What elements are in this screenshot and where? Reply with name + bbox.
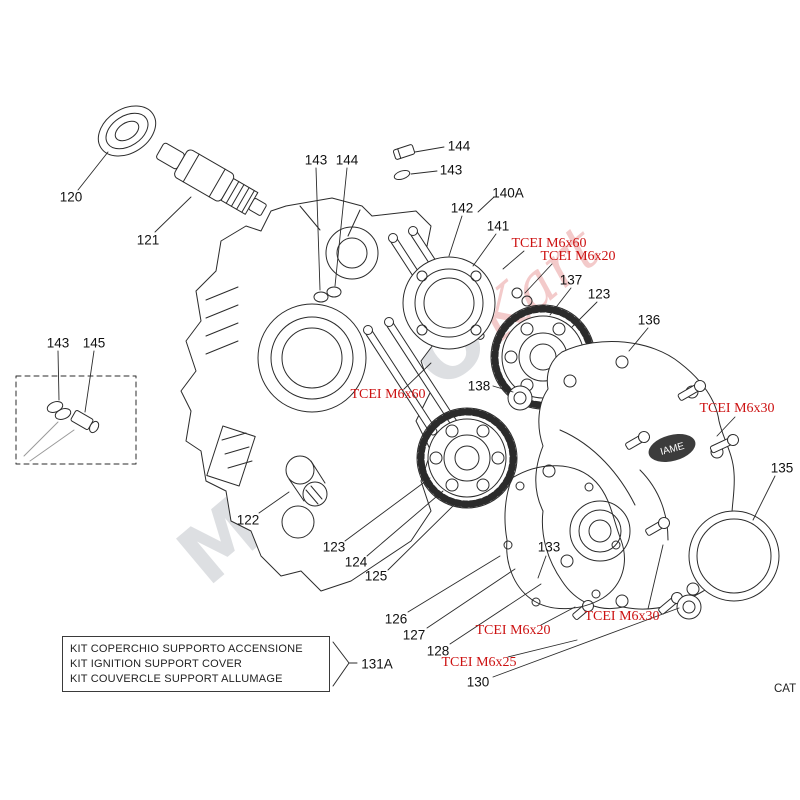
shim-143 bbox=[393, 169, 411, 181]
bearing-120 bbox=[97, 105, 157, 157]
catalog-code: CAT bbox=[774, 683, 797, 695]
detail-inset-box bbox=[15, 375, 137, 465]
gasket-133 bbox=[503, 465, 625, 610]
leader-lines bbox=[57, 146, 776, 678]
ignition-shaft-121 bbox=[156, 142, 267, 216]
spacer-138 bbox=[507, 385, 533, 411]
ignition-cover-136: IAME bbox=[535, 340, 735, 610]
kit-line-english: KIT IGNITION SUPPORT COVER bbox=[70, 658, 243, 670]
bearing-retainer-141-142 bbox=[402, 256, 533, 350]
plug-122 bbox=[285, 455, 328, 507]
seal-ring-135 bbox=[676, 510, 780, 620]
cover-screws bbox=[572, 380, 739, 620]
sprocket-lower bbox=[416, 407, 518, 509]
key-144 bbox=[392, 144, 416, 160]
kit-line-italian: KIT COPERCHIO SUPPORTO ACCENSIONE bbox=[70, 643, 303, 655]
crankcase bbox=[180, 197, 447, 592]
kit-text-box: KIT COPERCHIO SUPPORTO ACCENSIONE KIT IG… bbox=[62, 636, 330, 692]
washers-143-144 bbox=[313, 286, 342, 303]
kit-bracket bbox=[332, 641, 358, 687]
kit-line-french: KIT COUVERCLE SUPPORT ALLUMAGE bbox=[70, 673, 283, 685]
